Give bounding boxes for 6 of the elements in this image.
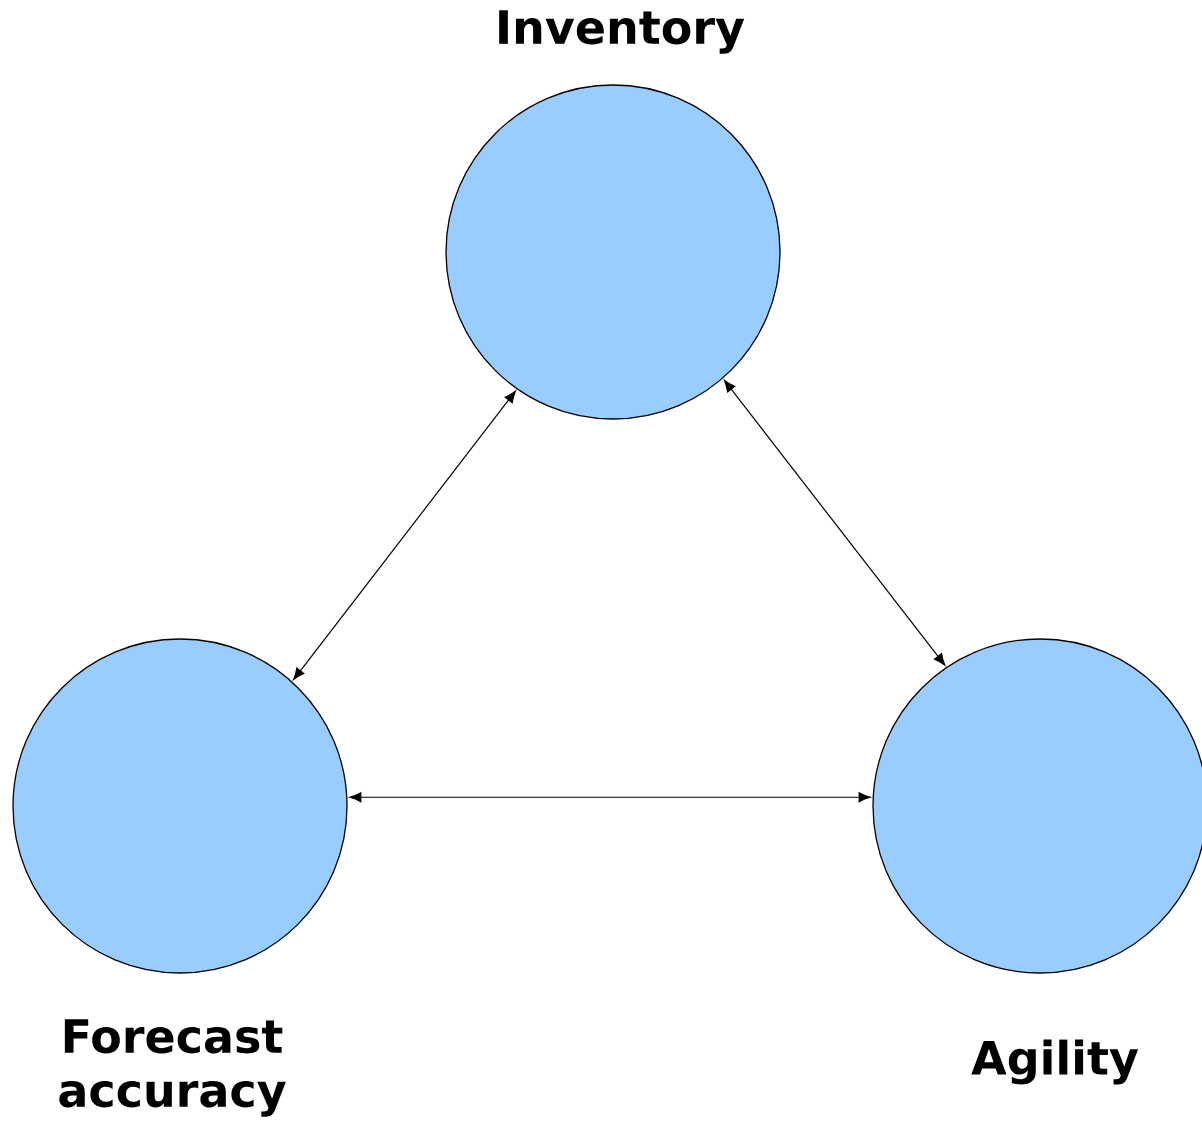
circle-label: Agility <box>971 1039 1139 1085</box>
arrow <box>723 379 946 666</box>
arrow <box>293 390 516 681</box>
arrow <box>349 792 871 803</box>
circle-label: Forecast accuracy <box>59 1019 286 1117</box>
circle-label: Inventory <box>499 10 745 54</box>
